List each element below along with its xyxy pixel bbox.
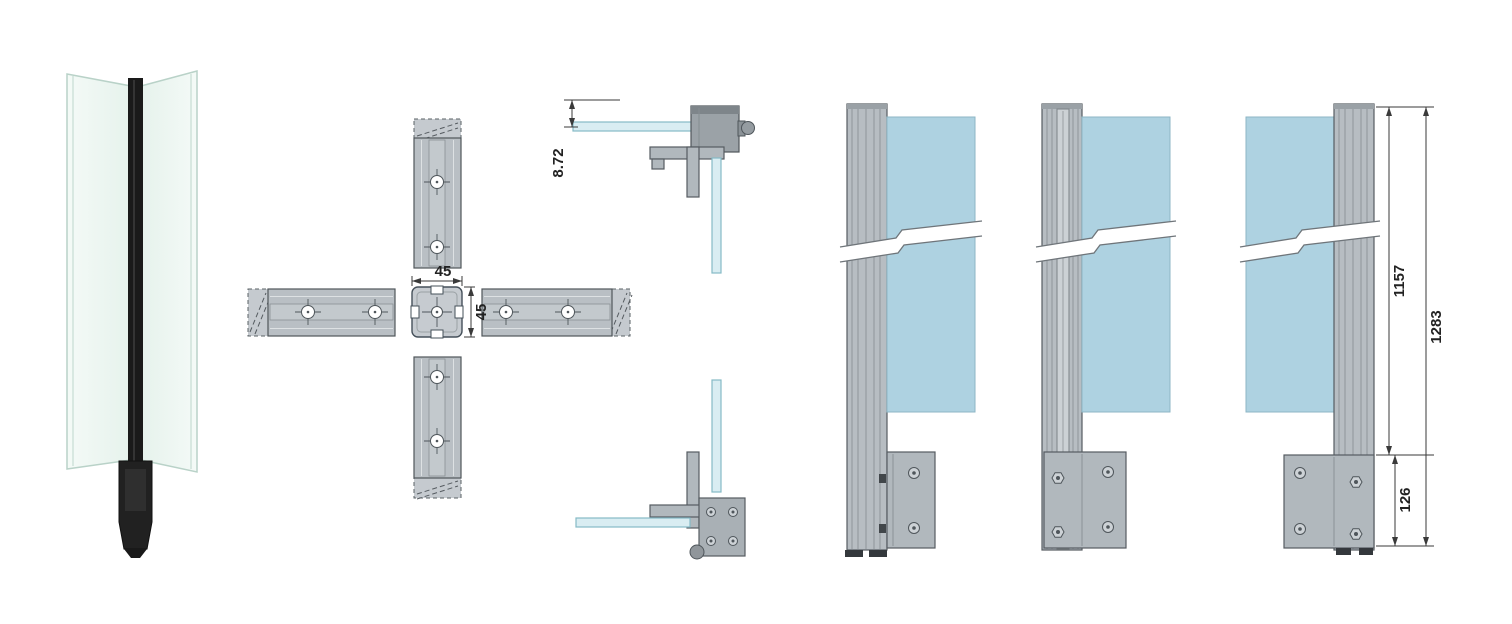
plan-rail-top — [413, 118, 462, 269]
rail-hole — [555, 299, 581, 325]
break-mark — [416, 485, 459, 500]
elevation-a-break — [840, 221, 982, 262]
dim-label-1157: 1157 — [1391, 265, 1408, 298]
plan-rail-bottom-phantom — [413, 477, 462, 499]
t-slot-left — [410, 305, 420, 319]
elevation-a — [839, 103, 983, 557]
foot — [845, 550, 863, 557]
plan-center-profile — [410, 285, 464, 339]
corner-bottom-block — [698, 497, 746, 557]
dim-45-horizontal: 45 — [411, 263, 463, 286]
elevation-b-glass — [1081, 116, 1171, 413]
elevation-a-bracket — [886, 451, 936, 549]
plan-rail-right-phantom — [611, 288, 631, 337]
dim-45-vertical: 45 — [464, 286, 490, 338]
elevation-c-break — [1240, 221, 1380, 262]
break-mark — [416, 127, 459, 142]
foot — [1336, 548, 1351, 555]
break-mark — [416, 480, 459, 495]
elevation-b — [1035, 103, 1177, 551]
dim-label-126: 126 — [1397, 487, 1414, 512]
elevation-c — [1239, 103, 1381, 555]
corner-detail-bottom — [575, 379, 746, 560]
t-slot-top — [430, 285, 444, 295]
rail-hole — [424, 428, 450, 454]
foot — [1359, 548, 1373, 555]
t-slot-right — [454, 305, 464, 319]
dim-1283: 1283 — [1423, 107, 1445, 546]
dim-label-45-width: 45 — [435, 263, 452, 280]
dim-126: 126 — [1392, 455, 1414, 546]
plan-rail-left — [247, 288, 396, 337]
rail-hole — [295, 299, 321, 325]
corner-top-bracket-tab — [651, 158, 665, 170]
iso-view — [66, 70, 198, 558]
rail-hole — [493, 299, 519, 325]
elevation-a-post — [846, 103, 888, 551]
plan-rail-right — [481, 288, 633, 337]
foot — [869, 550, 887, 557]
iso-glass-right-panel — [140, 70, 198, 473]
plan-view: 45 45 — [247, 118, 633, 500]
iso-base-tip — [124, 549, 147, 558]
iso-base-clamp-face — [125, 469, 146, 511]
elevation-a-glass — [886, 116, 976, 413]
elevation-b-break — [1036, 221, 1176, 262]
dim-label-8-72: 8.72 — [550, 148, 567, 177]
corner-top-bracket-vertical — [686, 146, 700, 198]
t-slot-bottom — [430, 329, 444, 339]
corner-bottom-glass-horizontal — [575, 517, 691, 528]
corner-top-knob — [741, 121, 755, 135]
plan-rail-bottom — [413, 356, 462, 500]
set-screw — [879, 524, 886, 533]
iso-center-post — [128, 78, 143, 463]
set-screw — [879, 474, 886, 483]
corner-bottom-bracket-horizontal — [649, 504, 701, 518]
dim-label-1283: 1283 — [1428, 310, 1445, 343]
dim-1157: 1157 — [1386, 107, 1408, 455]
rail-hole — [424, 364, 450, 390]
elevation-c-glass — [1245, 116, 1335, 413]
rail-hole — [424, 169, 450, 195]
iso-glass-left-panel — [66, 73, 132, 470]
rail-hole — [362, 299, 388, 325]
elevation-dimensions: 1157 126 1283 — [1376, 106, 1445, 547]
dim-8-72: 8.72 — [550, 99, 620, 178]
break-mark — [615, 294, 633, 335]
corner-top-glass-horizontal — [572, 121, 696, 132]
corner-bottom-knob — [689, 544, 705, 560]
corner-detail-top: 8.72 — [550, 99, 755, 274]
break-mark — [416, 122, 459, 137]
break-mark — [610, 292, 628, 333]
corner-top-glass-vertical — [711, 157, 722, 274]
dim-label-45-depth: 45 — [473, 304, 490, 321]
corner-bottom-glass-vertical — [711, 379, 722, 493]
break-mark — [249, 292, 267, 333]
corner-top-clamp-cap — [691, 106, 739, 114]
rail-hole — [424, 234, 450, 260]
